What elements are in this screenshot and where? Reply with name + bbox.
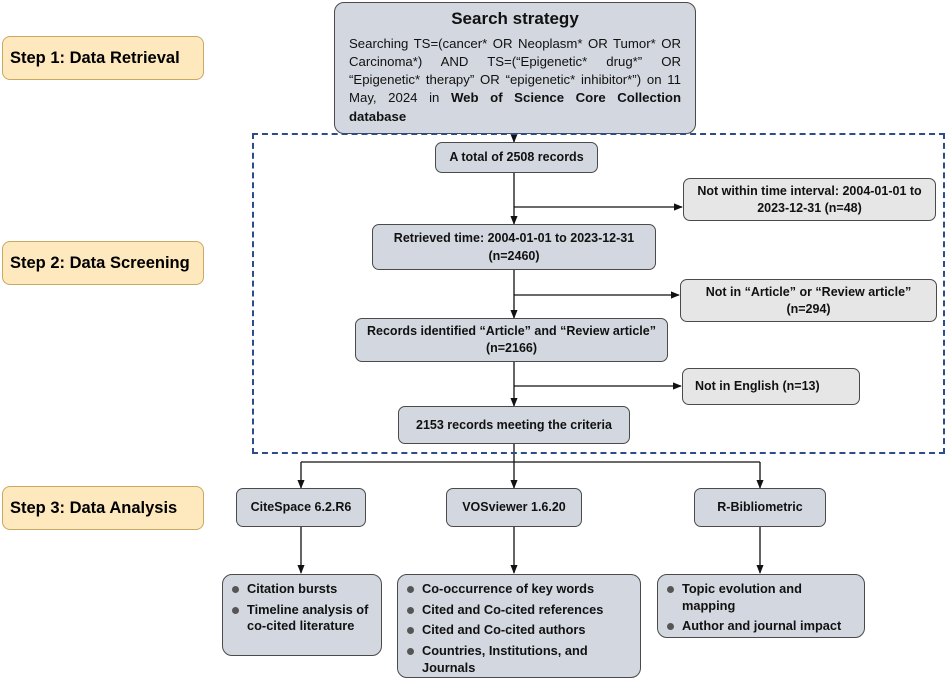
retrieved-time-label: Retrieved time: 2004-01-01 to 2023-12-31 [393,230,635,245]
search-query: Searching TS=(cancer* OR Neoplasm* OR Tu… [349,35,681,106]
rbibliometric-label: R-Bibliometric [717,500,803,515]
list-item: Citation bursts [231,581,373,598]
excluded-language-box: Not in English (n=13) [682,368,860,405]
retrieved-time-box: Retrieved time: 2004-01-01 to 2023-12-31… [372,224,656,270]
search-strategy-box: Search strategy Searching TS=(cancer* OR… [334,2,696,134]
step-label: Step 1: Data Retrieval [10,48,180,67]
citespace-outputs: Citation bursts Timeline analysis of co-… [222,574,382,656]
vosviewer-label: VOSviewer 1.6.20 [462,500,566,515]
identified-records-box: Records identified “Article” and “Review… [355,318,668,362]
list-item: Countries, Institutions, and Journals [406,643,632,676]
list-item: Co-occurrence of key words [406,581,632,598]
excluded-type-box: Not in “Article” or “Review article” (n=… [680,279,937,322]
retrieved-count: (n=2460) [488,249,540,263]
criteria-met-label: 2153 records meeting the criteria [416,417,612,432]
rbibliometric-box: R-Bibliometric [694,488,826,527]
identified-count: (n=2166) [485,341,538,355]
step-data-screening: Step 2: Data Screening [2,241,204,285]
total-records-label: A total of 2508 records [449,150,584,165]
rbibliometric-outputs: Topic evolution and mapping Author and j… [657,574,865,638]
step-data-retrieval: Step 1: Data Retrieval [2,36,204,80]
search-strategy-title: Search strategy [451,9,579,28]
citespace-label: CiteSpace 6.2.R6 [250,500,352,515]
excluded-type-count: (n=294) [786,301,831,316]
excluded-type-label: Not in “Article” or “Review article” [705,284,912,299]
excluded-time-label: Not within time interval: 2004-01-01 to … [697,183,922,215]
list-item: Cited and Co-cited authors [406,622,632,639]
list-item: Timeline analysis of co-cited literature [231,602,373,635]
vosviewer-outputs: Co-occurrence of key words Cited and Co-… [397,574,641,678]
vosviewer-box: VOSviewer 1.6.20 [446,488,582,527]
step-data-analysis: Step 3: Data Analysis [2,486,204,530]
step-label: Step 2: Data Screening [10,253,190,272]
list-item: Topic evolution and mapping [666,581,856,614]
excluded-language-label: Not in English (n=13) [695,379,820,394]
list-item: Author and journal impact [666,618,856,635]
search-database: Web of Science Core Collection database [349,90,681,124]
citespace-box: CiteSpace 6.2.R6 [236,488,366,527]
excluded-time-box: Not within time interval: 2004-01-01 to … [683,178,936,221]
list-item: Cited and Co-cited references [406,602,632,619]
total-records-box: A total of 2508 records [435,142,598,173]
search-strategy-text: Searching TS=(cancer* OR Neoplasm* OR Tu… [349,35,681,126]
screening-region [252,133,945,454]
step-label: Step 3: Data Analysis [10,498,178,517]
identified-records-label: Records identified “Article” and “Review… [367,323,656,338]
criteria-met-box: 2153 records meeting the criteria [398,406,630,444]
